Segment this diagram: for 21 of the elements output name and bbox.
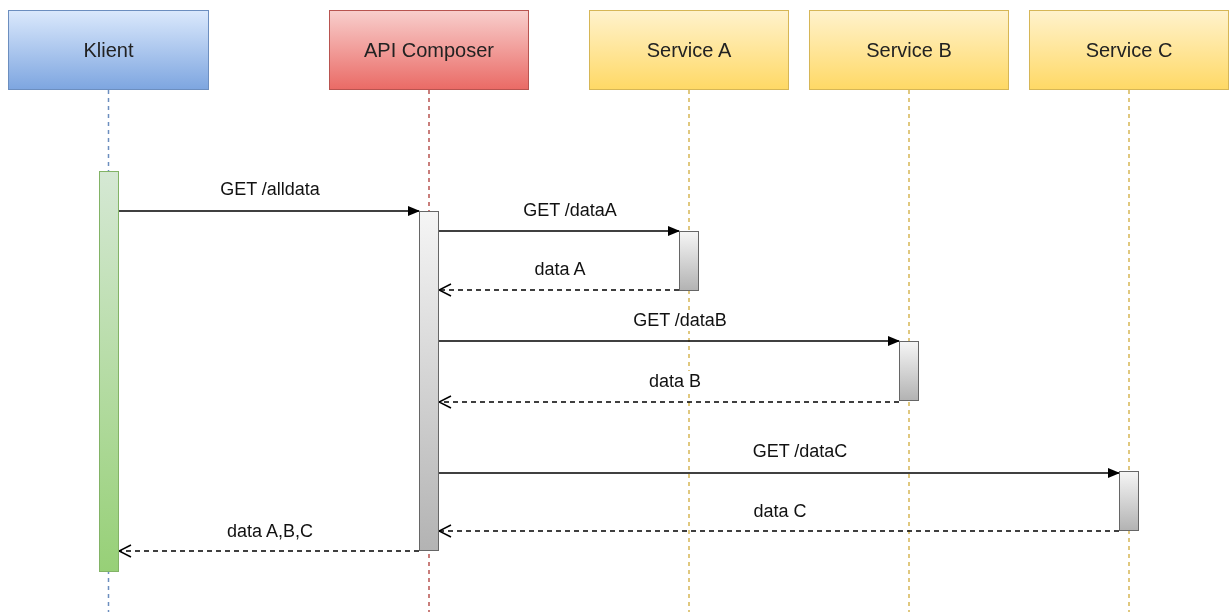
activation-bar — [419, 211, 439, 551]
activation-bar — [99, 171, 119, 572]
participant-box: Klient — [8, 10, 209, 90]
edge-label: data A,B,C — [224, 521, 316, 542]
activation-bar — [899, 341, 919, 401]
arrow — [438, 226, 680, 236]
activation-bar — [1119, 471, 1139, 531]
arrow — [438, 468, 1120, 478]
arrow — [118, 206, 420, 216]
arrow — [438, 283, 680, 297]
edge-label: GET /dataB — [631, 310, 729, 331]
arrow — [438, 524, 1120, 538]
arrow — [438, 395, 900, 409]
participant-box: Service A — [589, 10, 789, 90]
arrow — [118, 544, 420, 558]
activation-bar — [679, 231, 699, 291]
participant-box: Service B — [809, 10, 1009, 90]
participant-box: API Composer — [329, 10, 529, 90]
edge-label: data B — [647, 371, 703, 392]
participant-box: Service C — [1029, 10, 1229, 90]
arrow — [438, 336, 900, 346]
